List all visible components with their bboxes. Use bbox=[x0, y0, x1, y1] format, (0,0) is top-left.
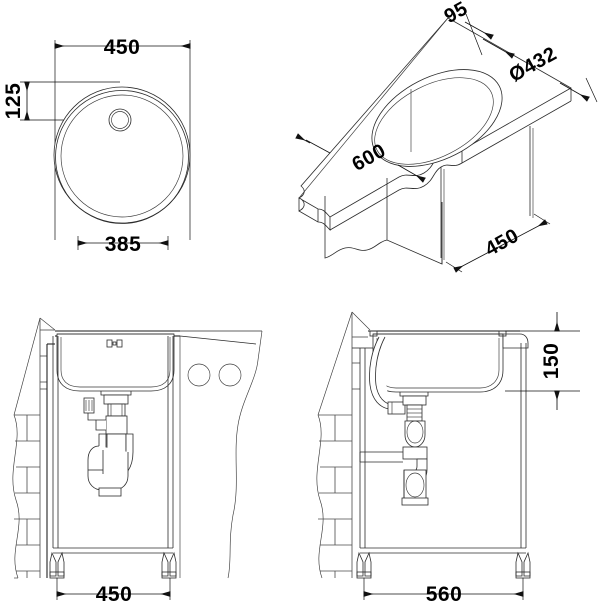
sink-basin-side bbox=[372, 333, 504, 393]
brick-wall-front bbox=[14, 318, 41, 578]
mounting-tabs-side bbox=[369, 330, 507, 337]
countertop-edge-thickness bbox=[298, 88, 572, 231]
dimension-label-125: 125 bbox=[2, 83, 25, 120]
brick-wall-front-upper bbox=[40, 329, 55, 390]
waste-trap-front bbox=[83, 391, 134, 497]
dimension-label-560: 560 bbox=[426, 583, 463, 606]
counter-top-side bbox=[352, 330, 529, 349]
bottom-rail-side bbox=[360, 547, 526, 554]
front-elevation-view: 450 bbox=[12, 317, 263, 606]
dimension-label-450-iso: 450 bbox=[482, 225, 523, 261]
right-panel-front bbox=[179, 330, 263, 579]
dimension-label-150: 150 bbox=[540, 343, 563, 380]
counter-top-front bbox=[55, 330, 262, 345]
adjustable-foot-side-right bbox=[515, 551, 531, 579]
overflow-slot bbox=[106, 339, 123, 348]
frame-legs-side bbox=[359, 343, 527, 548]
dimension-side-560 bbox=[363, 578, 524, 600]
adjustable-foot-left bbox=[49, 551, 65, 579]
countertop-cutout bbox=[371, 69, 503, 167]
basin-outline bbox=[53, 86, 191, 224]
isometric-view: 95 Ø432 600 450 bbox=[295, 0, 598, 273]
tap-hole bbox=[108, 108, 132, 132]
support-brackets bbox=[324, 126, 534, 265]
dimension-label-385: 385 bbox=[105, 233, 142, 256]
side-elevation-view: 150 560 bbox=[316, 311, 580, 606]
bottom-rail-front bbox=[53, 547, 173, 554]
wall-fixing-holes bbox=[187, 363, 242, 387]
dimension-label-450-plan: 450 bbox=[104, 36, 141, 59]
dimension-iso-95 bbox=[464, 13, 494, 56]
break-line-left bbox=[12, 414, 20, 579]
waste-trap-side bbox=[359, 392, 429, 506]
dimension-label-450-front: 450 bbox=[96, 583, 133, 606]
plan-view: 450 385 125 bbox=[2, 36, 191, 256]
break-line-right-view bbox=[316, 414, 324, 579]
sink-basin-front bbox=[56, 333, 175, 392]
overflow-pipe-side bbox=[369, 336, 406, 415]
dimension-side-150 bbox=[505, 312, 580, 410]
adjustable-foot-right bbox=[161, 551, 177, 579]
adjustable-foot-side-left bbox=[356, 551, 372, 579]
dimension-iso-diameter bbox=[482, 38, 598, 103]
dimension-front-450 bbox=[56, 578, 171, 600]
dimension-iso-600 bbox=[295, 133, 426, 183]
dimension-iso-450 bbox=[445, 213, 551, 273]
brick-wall-side bbox=[318, 312, 368, 578]
frame-legs-front bbox=[52, 336, 174, 548]
